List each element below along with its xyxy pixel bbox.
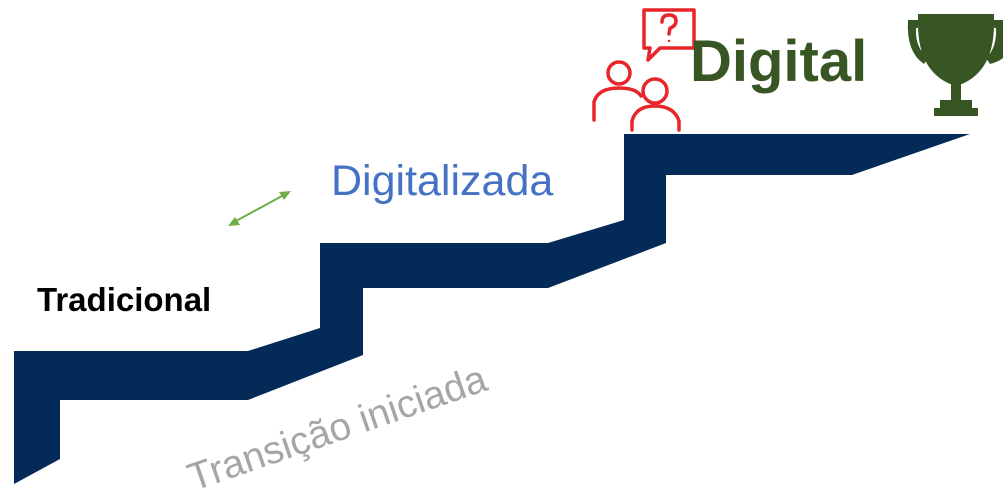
staircase (14, 134, 970, 484)
stage-label-digital: Digital (690, 29, 868, 94)
people-question-icon (592, 8, 696, 132)
stage-label-digitalizada: Digitalizada (331, 157, 554, 205)
maturity-staircase-diagram: Tradicional Digitalizada Transição inici… (14, 8, 1003, 500)
trophy-icon (907, 14, 1003, 116)
staircase-graphic (14, 8, 1003, 484)
stage-label-tradicional: Tradicional (37, 281, 212, 318)
double-arrow-icon (228, 191, 291, 226)
